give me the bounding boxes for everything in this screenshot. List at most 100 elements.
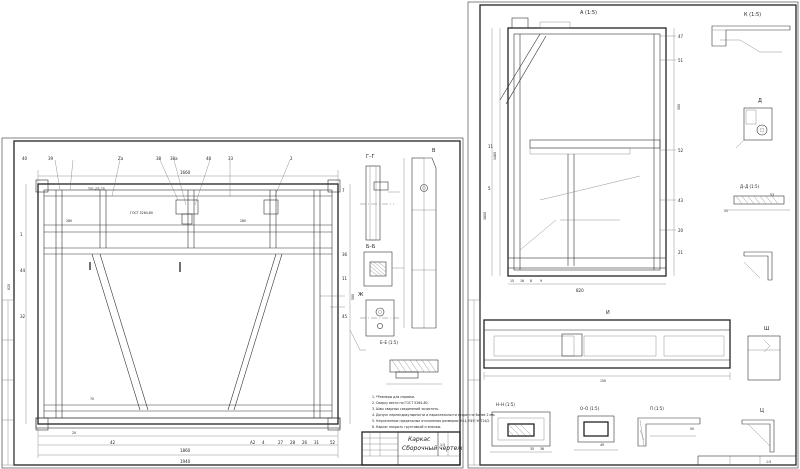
pos2-label-36: 36	[540, 447, 544, 451]
section-g-g	[360, 165, 400, 241]
dim-1660: 1660	[180, 170, 191, 175]
pos2-label-8: 8	[530, 279, 532, 283]
dim2-1460: 1460	[493, 152, 497, 160]
section-e-e-title: Е–Е (1:5)	[380, 340, 398, 345]
pos2-label-35: 35	[530, 447, 534, 451]
pos2-label-49: 49	[600, 443, 604, 447]
section-n-n-title: Н–Н (1:5)	[496, 402, 515, 407]
pos-label-28: 28	[290, 440, 296, 445]
title-block-2-scale: 1:5	[766, 460, 771, 464]
dim2-1600: 1600	[483, 212, 487, 220]
view-k	[711, 25, 791, 53]
view-i-title: И	[606, 310, 610, 316]
pos-label-40: 40	[22, 156, 28, 161]
detail-angle	[743, 251, 773, 281]
weld-mark-1: ТУ1-Д3-70	[87, 187, 105, 191]
title-block-1	[361, 431, 461, 466]
view-a-title: А (1:5)	[580, 10, 597, 16]
pos-label-a2: A2	[250, 440, 256, 445]
dim-70: 70	[90, 397, 94, 401]
pos2-label-55: 55	[724, 209, 728, 213]
dim-820: 820	[7, 284, 11, 290]
view-zh	[349, 299, 400, 351]
pos2-label-21: 21	[678, 250, 684, 255]
section-p-title: П (1:5)	[650, 406, 664, 411]
section-e-e	[386, 359, 442, 385]
dim-280-right: 280	[240, 219, 246, 223]
dim2-500: 500	[677, 104, 681, 110]
pos-label-31: 31	[314, 440, 320, 445]
section-d-d-title: Д–Д (1:5)	[740, 184, 760, 189]
view-d-title: Д	[758, 98, 762, 104]
note-1: 1. *Размеры для справки.	[372, 395, 415, 399]
title-block-name: Каркас	[408, 436, 431, 443]
sheet-2-outer-border	[467, 1, 799, 469]
pos-label-42: 42	[110, 440, 116, 445]
dim-280-left: 280	[66, 219, 72, 223]
pos-label-26: 26	[302, 440, 308, 445]
pos2-label-50: 50	[690, 427, 694, 431]
pos-label-3a: Zа	[118, 156, 124, 161]
view-zh-title: Ж	[358, 292, 364, 298]
pos-label-38: 38	[156, 156, 162, 161]
view-k-title: К (1:5)	[744, 12, 761, 18]
view-ts-title: Ц	[760, 408, 764, 414]
title-block-subname: Сборочный чертеж	[402, 445, 463, 452]
pos-label-45: 45	[342, 314, 348, 319]
view-v	[403, 157, 437, 329]
note-4: 4. Допуск перпендикулярности и параллель…	[372, 413, 495, 417]
pos2-label-5: 5	[488, 186, 491, 191]
pos-label-11: 11	[342, 276, 348, 281]
frame-outer	[37, 183, 339, 425]
pos-label-2: 2	[290, 156, 293, 161]
pos2-label-15: 15	[510, 279, 514, 283]
pos2-label-9: 9	[540, 279, 542, 283]
pos2-label-16: 16	[520, 279, 524, 283]
sheet-1: 40 39 Zа 38 38а 48 33 2 1 44 32 42 4 27 …	[1, 137, 495, 469]
pos-label-38a: 38а	[170, 156, 178, 161]
dim2-150: 150	[600, 379, 606, 383]
note-6: 6. Каркас покрыть грунтовкой и эмалью.	[372, 425, 441, 429]
view-d	[735, 107, 773, 149]
view-sh	[747, 335, 781, 381]
weld-mark-2: ГОСТ 5264-80	[130, 211, 153, 215]
pos2-label-53: 53	[770, 193, 774, 197]
view-a-rack	[491, 17, 676, 285]
note-2: 2. Сварку вести по ГОСТ 5264-80.	[372, 401, 429, 405]
pos-label-7: 7	[342, 188, 345, 193]
pos-label-32: 32	[20, 314, 26, 319]
pos-label-44: 44	[20, 268, 26, 273]
dim-20: 20	[72, 431, 76, 435]
view-v-title: В	[432, 148, 436, 154]
view-sh-title: Ш	[764, 326, 769, 332]
pos2-label-51: 51	[678, 58, 684, 63]
section-p	[637, 417, 701, 447]
pos2-label-52: 52	[678, 148, 684, 153]
pos-label-27: 27	[278, 440, 284, 445]
main-frame-view	[25, 159, 351, 458]
dim-500: 500	[351, 294, 355, 300]
section-g-g-title: Г–Г	[366, 154, 375, 160]
pos-label-48: 48	[206, 156, 212, 161]
title-block-scale: 1:5	[440, 443, 445, 447]
view-i	[483, 319, 731, 380]
dim2-820: 820	[576, 288, 584, 293]
section-o-o-title: О–О (1:5)	[580, 406, 600, 411]
sheet-2-frame	[479, 4, 797, 466]
dim-1860: 1860	[180, 448, 191, 453]
pos-label-36: 36	[342, 252, 348, 257]
section-o-o	[574, 415, 618, 451]
view-ts	[741, 419, 775, 453]
pos2-label-47: 47	[678, 34, 684, 39]
section-n-n	[490, 411, 552, 453]
pos2-label-43: 43	[678, 198, 684, 203]
section-b-b-title: Б–Б	[366, 244, 376, 250]
pos-label-4: 4	[262, 440, 265, 445]
sheet-2: А (1:5) 47 51 52 11 43 5 20 21 15 16 8 9…	[467, 1, 799, 469]
pos-label-33: 33	[228, 156, 234, 161]
pos2-label-11: 11	[488, 144, 494, 149]
pos-label-39: 39	[48, 156, 54, 161]
title-block-2	[697, 455, 797, 466]
section-d-d	[728, 195, 790, 211]
